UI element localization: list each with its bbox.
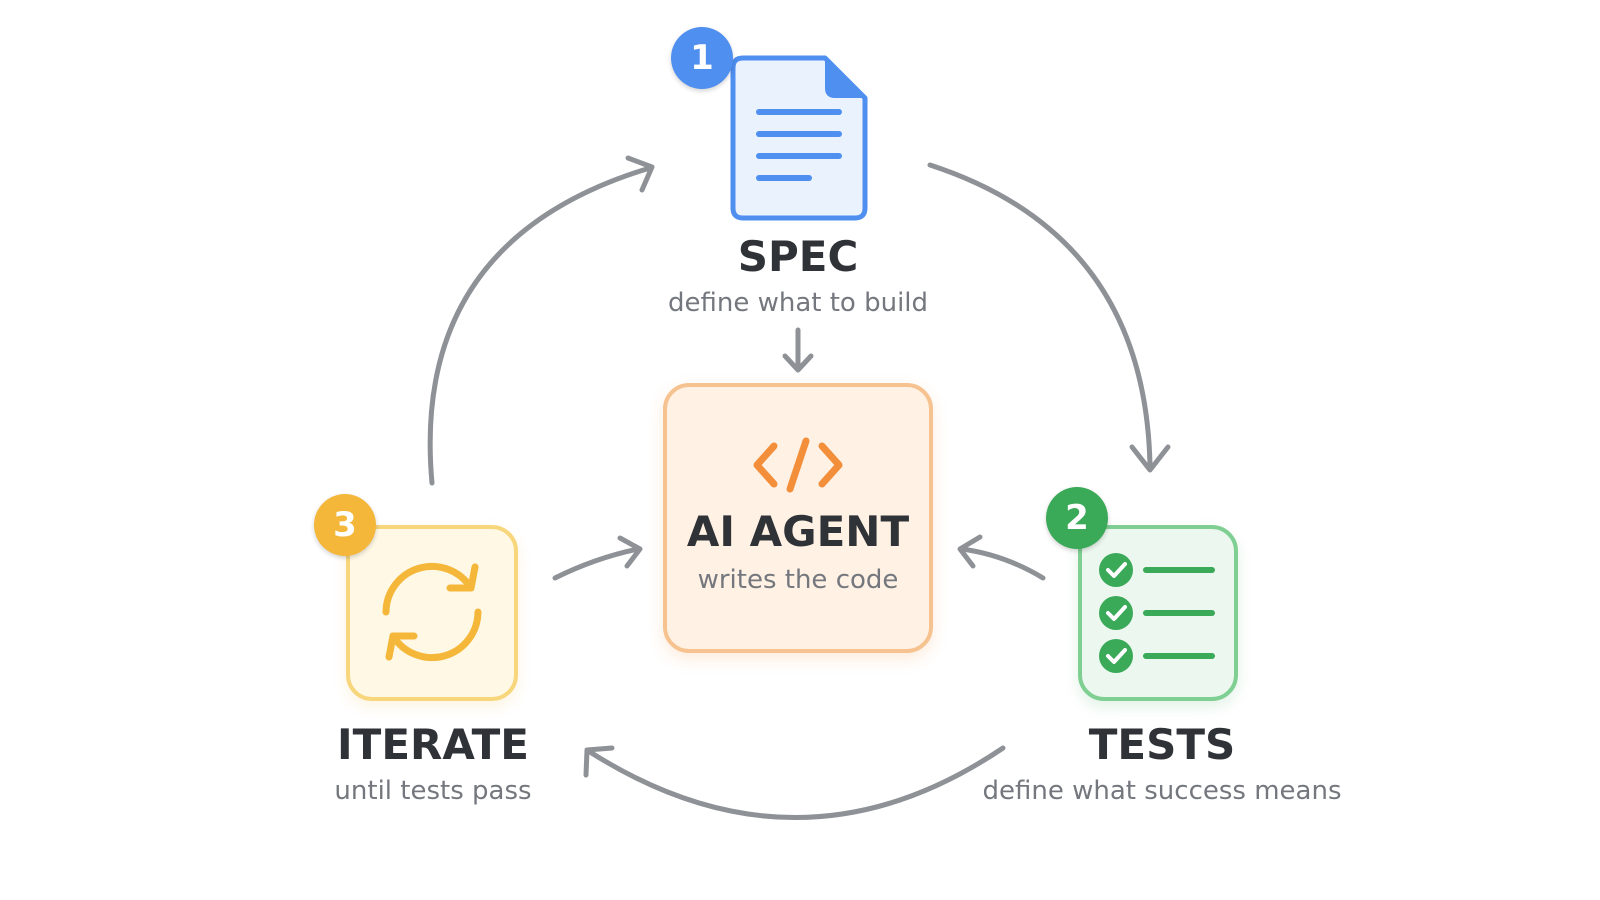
step-badge-1: 1: [671, 27, 733, 89]
arrow-spec-to-agent-head: [782, 353, 814, 373]
tests-subtitle: define what success means: [982, 776, 1342, 806]
step-badge-2: 2: [1046, 487, 1108, 549]
arrow-tests-to-iterate: [587, 745, 1006, 820]
code-brackets-icon: [753, 437, 843, 493]
document-icon: [730, 55, 868, 221]
refresh-icon: [382, 562, 482, 662]
tests-title: TESTS: [1088, 720, 1236, 769]
arrow-iterate-to-agent: [552, 546, 641, 581]
iterate-subtitle: until tests pass: [334, 776, 532, 806]
spec-title: SPEC: [737, 232, 859, 281]
agent-subtitle: writes the code: [697, 565, 899, 595]
iterate-tile: [346, 525, 518, 701]
checklist-icon: [1099, 553, 1215, 673]
iterate-title: ITERATE: [337, 720, 529, 769]
arrow-spec-to-tests: [927, 162, 1153, 468]
arrow-iterate-to-spec-head: [625, 155, 655, 193]
agent-tile: [663, 383, 933, 653]
agent-title: AI AGENT: [686, 507, 910, 556]
arrow-iterate-to-agent-head: [617, 535, 643, 569]
arrow-spec-to-tests-head: [1129, 444, 1171, 473]
spec-subtitle: define what to build: [667, 288, 929, 318]
arrow-tests-to-iterate-head: [583, 745, 615, 778]
arrow-tests-to-agent-head: [957, 534, 983, 569]
arrow-tests-to-agent: [959, 546, 1046, 581]
step-badge-3: 3: [314, 494, 376, 556]
arrow-iterate-to-spec: [427, 165, 653, 486]
